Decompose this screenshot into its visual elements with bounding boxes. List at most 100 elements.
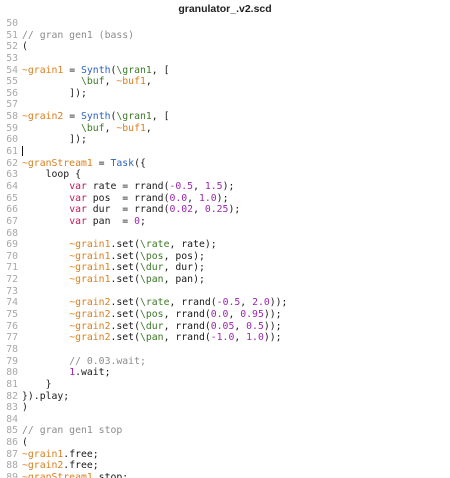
code-token-sym: \buf xyxy=(80,122,105,134)
code-token-plain: , rrand( xyxy=(163,309,211,321)
code-line[interactable]: 52( xyxy=(0,41,450,53)
code-text: ~granStream1.stop; xyxy=(22,472,450,478)
line-number: 77 xyxy=(6,332,18,344)
code-line[interactable]: 56 ]); xyxy=(0,88,450,100)
code-token-plain: , xyxy=(240,297,253,309)
code-line[interactable]: 59 \buf, ~buf1, xyxy=(0,123,450,135)
code-line[interactable]: 53 xyxy=(0,53,450,65)
code-token-num: 1.0 xyxy=(246,332,264,344)
code-line[interactable]: 71 ~grain1.set(\dur, dur); xyxy=(0,262,450,274)
code-token-num: 1.5 xyxy=(204,180,223,192)
code-token-env: ~grain1 xyxy=(69,239,111,251)
code-token-plain: loop { xyxy=(22,169,81,181)
code-token-plain: , xyxy=(193,180,205,192)
code-line[interactable]: 78 xyxy=(0,344,450,356)
code-token-plain xyxy=(22,181,69,192)
code-line[interactable]: 54~grain1 = Synth(\gran1, [ xyxy=(0,65,450,77)
code-token-plain: , xyxy=(145,122,152,134)
code-line[interactable]: 89 ~granStream1.stop; xyxy=(0,472,450,478)
line-number: 56 xyxy=(6,87,18,99)
code-line[interactable]: 84 xyxy=(0,414,450,426)
code-text: ~grain2 = Synth(\gran1, [ xyxy=(22,111,450,123)
code-text: ~grain1.set(\dur, dur); xyxy=(22,262,450,274)
line-number: 72 xyxy=(6,274,18,286)
code-line[interactable]: 87~grain1.free; xyxy=(0,449,450,461)
line-number: 89 xyxy=(6,471,18,478)
code-token-plain: pan = xyxy=(86,215,135,227)
code-token-plain: dur = rrand( xyxy=(86,204,170,216)
code-token-plain: , xyxy=(234,320,247,332)
code-token-plain: ]); xyxy=(22,87,87,99)
code-text: ~grain2.set(\pos, rrand(0.0, 0.95)); xyxy=(22,309,450,321)
code-line[interactable]: 61 xyxy=(0,146,450,158)
code-token-comment: // gran gen1 stop xyxy=(22,425,123,437)
code-line[interactable]: 66 var dur = rrand(0.02, 0.25); xyxy=(0,204,450,216)
line-number: 88 xyxy=(6,460,18,472)
code-line[interactable]: 74 ~grain2.set(\rate, rrand(-0.5, 2.0)); xyxy=(0,297,450,309)
code-token-num: 0.05 xyxy=(210,320,235,332)
code-token-plain xyxy=(22,251,69,262)
line-number: 73 xyxy=(6,285,18,297)
code-line[interactable]: 67 var pan = 0; xyxy=(0,216,450,228)
code-line[interactable]: 77 ~grain2.set(\pan, rrand(-1.0, 1.0)); xyxy=(0,332,450,344)
code-line[interactable]: 88~grain2.free; xyxy=(0,460,450,472)
code-token-plain: ( xyxy=(110,111,117,123)
code-line[interactable]: 83) xyxy=(0,402,450,414)
code-line[interactable]: 64 var rate = rrand(-0.5, 1.5); xyxy=(0,181,450,193)
code-line[interactable]: 72 ~grain1.set(\pan, pan); xyxy=(0,274,450,286)
code-token-plain: ); xyxy=(228,204,241,216)
code-token-plain xyxy=(22,309,69,320)
code-line[interactable]: 57 xyxy=(0,99,450,111)
code-token-sym: \dur xyxy=(139,262,164,274)
code-token-plain: .wait; xyxy=(75,367,111,379)
code-line[interactable]: 81 } xyxy=(0,379,450,391)
code-line[interactable]: 51// gran gen1 (bass) xyxy=(0,30,450,42)
code-token-plain: } xyxy=(22,378,52,390)
code-token-env: ~granStream1 xyxy=(22,471,93,478)
code-token-sym: \gran1 xyxy=(116,64,152,76)
code-token-sym: \pos xyxy=(139,250,164,262)
code-line[interactable]: 79 // 0.03.wait; xyxy=(0,356,450,368)
code-token-env: ~granStream1 xyxy=(22,157,93,169)
line-number: 83 xyxy=(6,402,18,414)
code-line[interactable]: 65 var pos = rrand(0.0, 1.0); xyxy=(0,193,450,205)
code-line[interactable]: 69 ~grain1.set(\rate, rate); xyxy=(0,239,450,251)
code-line[interactable]: 76 ~grain2.set(\dur, rrand(0.05, 0.5)); xyxy=(0,321,450,333)
code-line[interactable]: 70 ~grain1.set(\pos, pos); xyxy=(0,251,450,263)
code-token-env: ~grain2 xyxy=(69,320,111,332)
code-line[interactable]: 68 xyxy=(0,228,450,240)
code-token-sym: \rate xyxy=(139,297,170,309)
code-text xyxy=(22,146,450,158)
code-line[interactable]: 58 ~grain2 = Synth(\gran1, [ xyxy=(0,111,450,123)
code-text: }).play; xyxy=(22,391,450,403)
code-line[interactable]: 60 ]); xyxy=(0,134,450,146)
code-line[interactable]: 86( xyxy=(0,437,450,449)
line-number: 68 xyxy=(6,227,18,239)
text-cursor xyxy=(22,146,23,157)
code-line[interactable]: 85// gran gen1 stop xyxy=(0,425,450,437)
line-number: 54 xyxy=(6,64,18,76)
line-number: 60 xyxy=(6,134,18,146)
code-text: ]); xyxy=(22,88,450,100)
code-token-class: Synth xyxy=(81,64,111,76)
code-line[interactable]: 50 xyxy=(0,18,450,30)
line-number: 62 xyxy=(6,157,18,169)
code-token-plain: ( xyxy=(22,437,28,449)
code-line[interactable]: 82}).play; xyxy=(0,391,450,403)
code-token-plain: , [ xyxy=(151,111,170,123)
code-token-plain: .set( xyxy=(110,250,140,262)
code-token-plain xyxy=(22,76,81,87)
code-line[interactable]: 55 \buf, ~buf1, xyxy=(0,76,450,88)
code-line[interactable]: 73 xyxy=(0,286,450,298)
code-text: // gran gen1 stop xyxy=(22,425,450,437)
code-line[interactable]: 63 loop { xyxy=(0,169,450,181)
line-number: 58 xyxy=(6,111,18,123)
code-line[interactable]: 62~granStream1 = Task({ xyxy=(0,158,450,170)
code-token-num: -1.0 xyxy=(210,332,235,344)
code-token-num: 0.02 xyxy=(169,204,194,216)
code-line[interactable]: 80 1.wait; xyxy=(0,367,450,379)
code-token-plain: .set( xyxy=(110,262,140,274)
code-line[interactable]: 75 ~grain2.set(\pos, rrand(0.0, 0.95)); xyxy=(0,309,450,321)
code-token-plain: , xyxy=(104,122,117,134)
